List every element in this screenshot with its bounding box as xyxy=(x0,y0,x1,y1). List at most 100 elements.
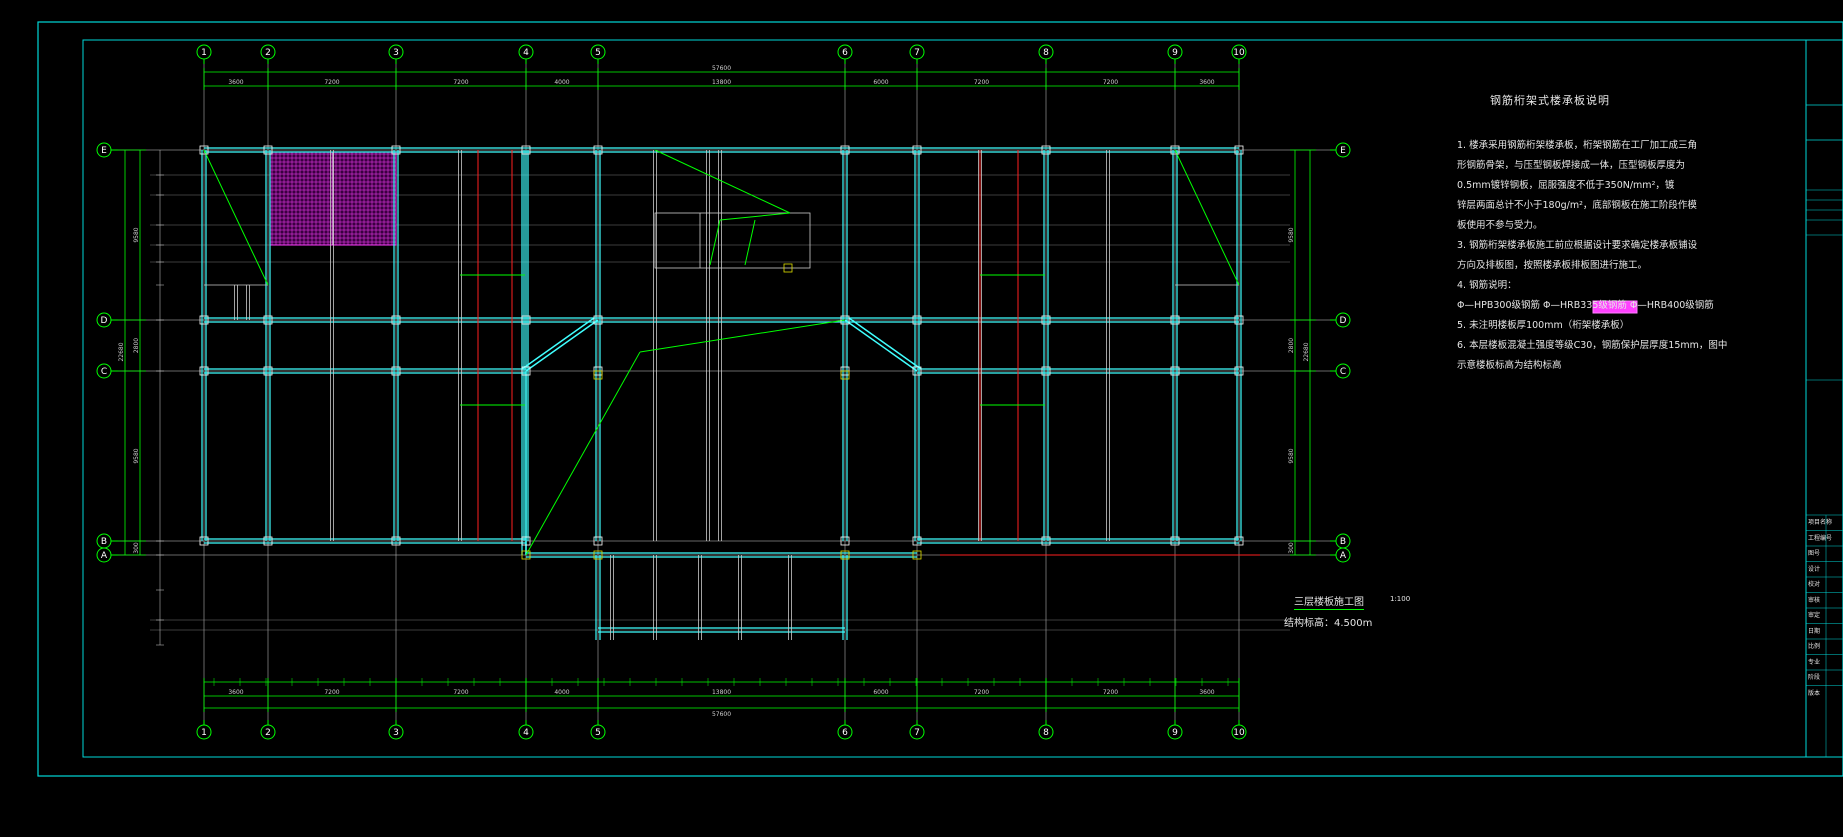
axis-top-4-circle xyxy=(518,44,534,60)
title-block-row-label: 比例 xyxy=(1808,643,1821,650)
axis-bottom-2-label: 2 xyxy=(265,728,271,738)
axis-bottom-7-label: 7 xyxy=(914,728,920,738)
axis-top-8-label: 8 xyxy=(1043,48,1049,58)
title-block-row-label: 校对 xyxy=(1808,581,1821,588)
dim-bottom-span: 6000 xyxy=(873,689,888,696)
axis-left-B-label: B xyxy=(101,537,107,547)
dim-bottom-span: 13800 xyxy=(712,689,731,696)
title-block-row-label: 日期 xyxy=(1808,627,1821,635)
axis-top-3-circle xyxy=(388,44,404,60)
column xyxy=(263,315,273,325)
dim-left-span: 300 xyxy=(133,542,140,554)
column xyxy=(1170,366,1180,376)
diag-marker xyxy=(709,219,721,266)
dim-top-span: 4000 xyxy=(554,79,569,86)
title-block-row-label: 审核 xyxy=(1808,596,1821,604)
column xyxy=(912,536,922,546)
note-line: 锌层两面总计不小于180g/m²，底部钢板在施工阶段作模 xyxy=(1457,200,1697,211)
column-special xyxy=(521,550,531,560)
column xyxy=(391,145,401,155)
axis-bottom-9-circle xyxy=(1167,724,1183,740)
axis-bottom-4-circle xyxy=(518,724,534,740)
dim-left-span: 9580 xyxy=(133,227,140,242)
axis-right-D-label: D xyxy=(1340,316,1347,326)
axis-bottom-7-circle xyxy=(909,724,925,740)
axis-right-E-label: E xyxy=(1340,146,1346,156)
axis-top-2-circle xyxy=(260,44,276,60)
axis-top-1-label: 1 xyxy=(201,48,207,58)
axis-bottom-8-label: 8 xyxy=(1043,728,1049,738)
dim-right-span: 9580 xyxy=(1288,227,1295,242)
title-block-row-label: 版本 xyxy=(1808,689,1821,697)
diag-marker xyxy=(654,149,791,214)
axis-bottom-10-circle xyxy=(1231,724,1247,740)
axis-top-5-label: 5 xyxy=(595,48,601,58)
title-block-row-label: 阶段 xyxy=(1808,674,1821,681)
column xyxy=(199,315,209,325)
title-block-row-label: 工程编号 xyxy=(1808,534,1833,542)
axis-bottom-3-circle xyxy=(388,724,404,740)
axis-top-1-circle xyxy=(196,44,212,60)
dim-left-span: 9580 xyxy=(133,448,140,463)
dim-top-span: 3600 xyxy=(228,79,243,86)
column xyxy=(840,145,850,155)
hatched-deck-area xyxy=(269,151,1638,314)
column xyxy=(521,315,531,325)
axis-bottom-6-circle xyxy=(837,724,853,740)
column xyxy=(263,536,273,546)
axis-top-10-label: 10 xyxy=(1233,48,1245,58)
note-line: 板使用不参与受力。 xyxy=(1457,220,1543,231)
note-line: 示意楼板标高为结构标高 xyxy=(1457,360,1562,371)
dim-top-span: 7200 xyxy=(453,79,468,86)
dim-bottom-span: 7200 xyxy=(324,689,339,696)
title-block-row-label: 专业 xyxy=(1808,658,1821,666)
axis-top-6-circle xyxy=(837,44,853,60)
column-special xyxy=(593,550,603,560)
dim-top-span: 6000 xyxy=(873,79,888,86)
dim-right-span: 300 xyxy=(1288,542,1295,554)
plan-name: 三层楼板施工图 xyxy=(1294,593,1364,610)
axis-bottom-9-label: 9 xyxy=(1172,728,1178,738)
column xyxy=(391,536,401,546)
column xyxy=(593,315,603,325)
column xyxy=(521,366,531,376)
diag-marker xyxy=(719,212,791,221)
column xyxy=(1234,536,1244,546)
column xyxy=(199,145,209,155)
column xyxy=(1041,145,1051,155)
axis-top-3-label: 3 xyxy=(393,48,399,58)
dim-bottom-span: 7200 xyxy=(1103,689,1118,696)
column-special xyxy=(840,550,850,560)
column xyxy=(1041,536,1051,546)
column xyxy=(1234,145,1244,155)
column-special xyxy=(912,550,922,560)
column xyxy=(912,315,922,325)
dim-bottom-span: 3600 xyxy=(228,689,243,696)
column xyxy=(1041,315,1051,325)
dim-top-overall: 57600 xyxy=(712,65,731,72)
axis-bottom-5-circle xyxy=(590,724,606,740)
diag-marker xyxy=(639,319,846,353)
column xyxy=(521,145,531,155)
column-markers xyxy=(199,145,1244,560)
dim-bottom-span: 7200 xyxy=(974,689,989,696)
diag-marker xyxy=(203,149,269,286)
inner-drawing-border xyxy=(82,39,1843,758)
column xyxy=(1170,536,1180,546)
column xyxy=(840,315,850,325)
axis-left-C-label: C xyxy=(101,367,107,377)
beam-diag xyxy=(844,319,918,372)
axis-bottom-4-label: 4 xyxy=(523,728,529,738)
dim-top-span: 7200 xyxy=(1103,79,1118,86)
axis-top-7-label: 7 xyxy=(914,48,920,58)
column xyxy=(1170,145,1180,155)
structural-elevation: 结构标高：4.500m xyxy=(1284,618,1373,629)
column xyxy=(521,536,531,546)
beam-diag xyxy=(525,319,599,372)
diag-marker xyxy=(1174,149,1240,286)
column xyxy=(1234,315,1244,325)
dim-left-overall: 22680 xyxy=(118,342,125,361)
column xyxy=(912,145,922,155)
